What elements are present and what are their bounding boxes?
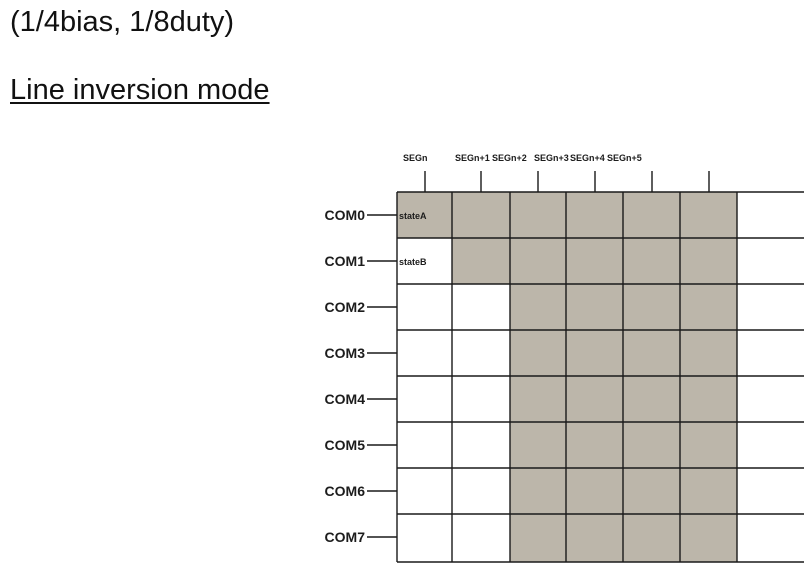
shaded-cell [680, 238, 737, 284]
common-label: COM2 [325, 299, 366, 315]
grid-lines [396, 191, 804, 563]
shaded-cell [566, 376, 623, 422]
shaded-cell [510, 376, 566, 422]
common-label: COM3 [325, 345, 366, 361]
segment-label: SEGn+5 [607, 153, 642, 163]
shaded-cell [566, 422, 623, 468]
cell-layer [397, 192, 737, 562]
segment-label: SEGn+4 [570, 153, 605, 163]
shaded-cell [566, 238, 623, 284]
shaded-cell [566, 468, 623, 514]
shaded-cell [680, 192, 737, 238]
shaded-cell [510, 192, 566, 238]
shaded-cell [566, 330, 623, 376]
common-label: COM0 [325, 207, 366, 223]
shaded-cell [623, 514, 680, 562]
segment-label: SEGn+1 [455, 153, 490, 163]
shaded-cell [680, 422, 737, 468]
shaded-cell [397, 192, 452, 238]
shaded-cell [623, 468, 680, 514]
mode-title: Line inversion mode [10, 74, 270, 106]
shaded-cell [510, 514, 566, 562]
shaded-cell [510, 238, 566, 284]
shaded-cell [510, 284, 566, 330]
common-label: COM6 [325, 483, 366, 499]
cell-state-label: stateB [399, 257, 427, 267]
shaded-cell [452, 238, 510, 284]
shaded-cell [623, 376, 680, 422]
shaded-cell [623, 330, 680, 376]
common-label: COM4 [325, 391, 366, 407]
shaded-cell [680, 330, 737, 376]
cell-state-label: stateA [399, 211, 427, 221]
shaded-cell [623, 238, 680, 284]
shaded-cell [623, 192, 680, 238]
shaded-cell [680, 376, 737, 422]
segment-connectors [424, 171, 710, 192]
common-label: COM7 [325, 529, 366, 545]
shaded-cell [452, 192, 510, 238]
shaded-cell [623, 422, 680, 468]
segment-label: SEGn+2 [492, 153, 527, 163]
shaded-cell [680, 284, 737, 330]
shaded-cell [566, 284, 623, 330]
subtitle: (1/4bias, 1/8duty) [10, 6, 235, 38]
shaded-cell [680, 468, 737, 514]
shaded-cell [680, 514, 737, 562]
shaded-cell [510, 330, 566, 376]
shaded-cell [510, 468, 566, 514]
shaded-cell [623, 284, 680, 330]
segment-label: SEGn+3 [534, 153, 569, 163]
common-label: COM1 [325, 253, 366, 269]
common-label: COM5 [325, 437, 366, 453]
common-connectors [367, 214, 397, 538]
shaded-cell [510, 422, 566, 468]
shaded-cell [566, 514, 623, 562]
shaded-cell [566, 192, 623, 238]
segment-label: SEGn [403, 153, 428, 163]
